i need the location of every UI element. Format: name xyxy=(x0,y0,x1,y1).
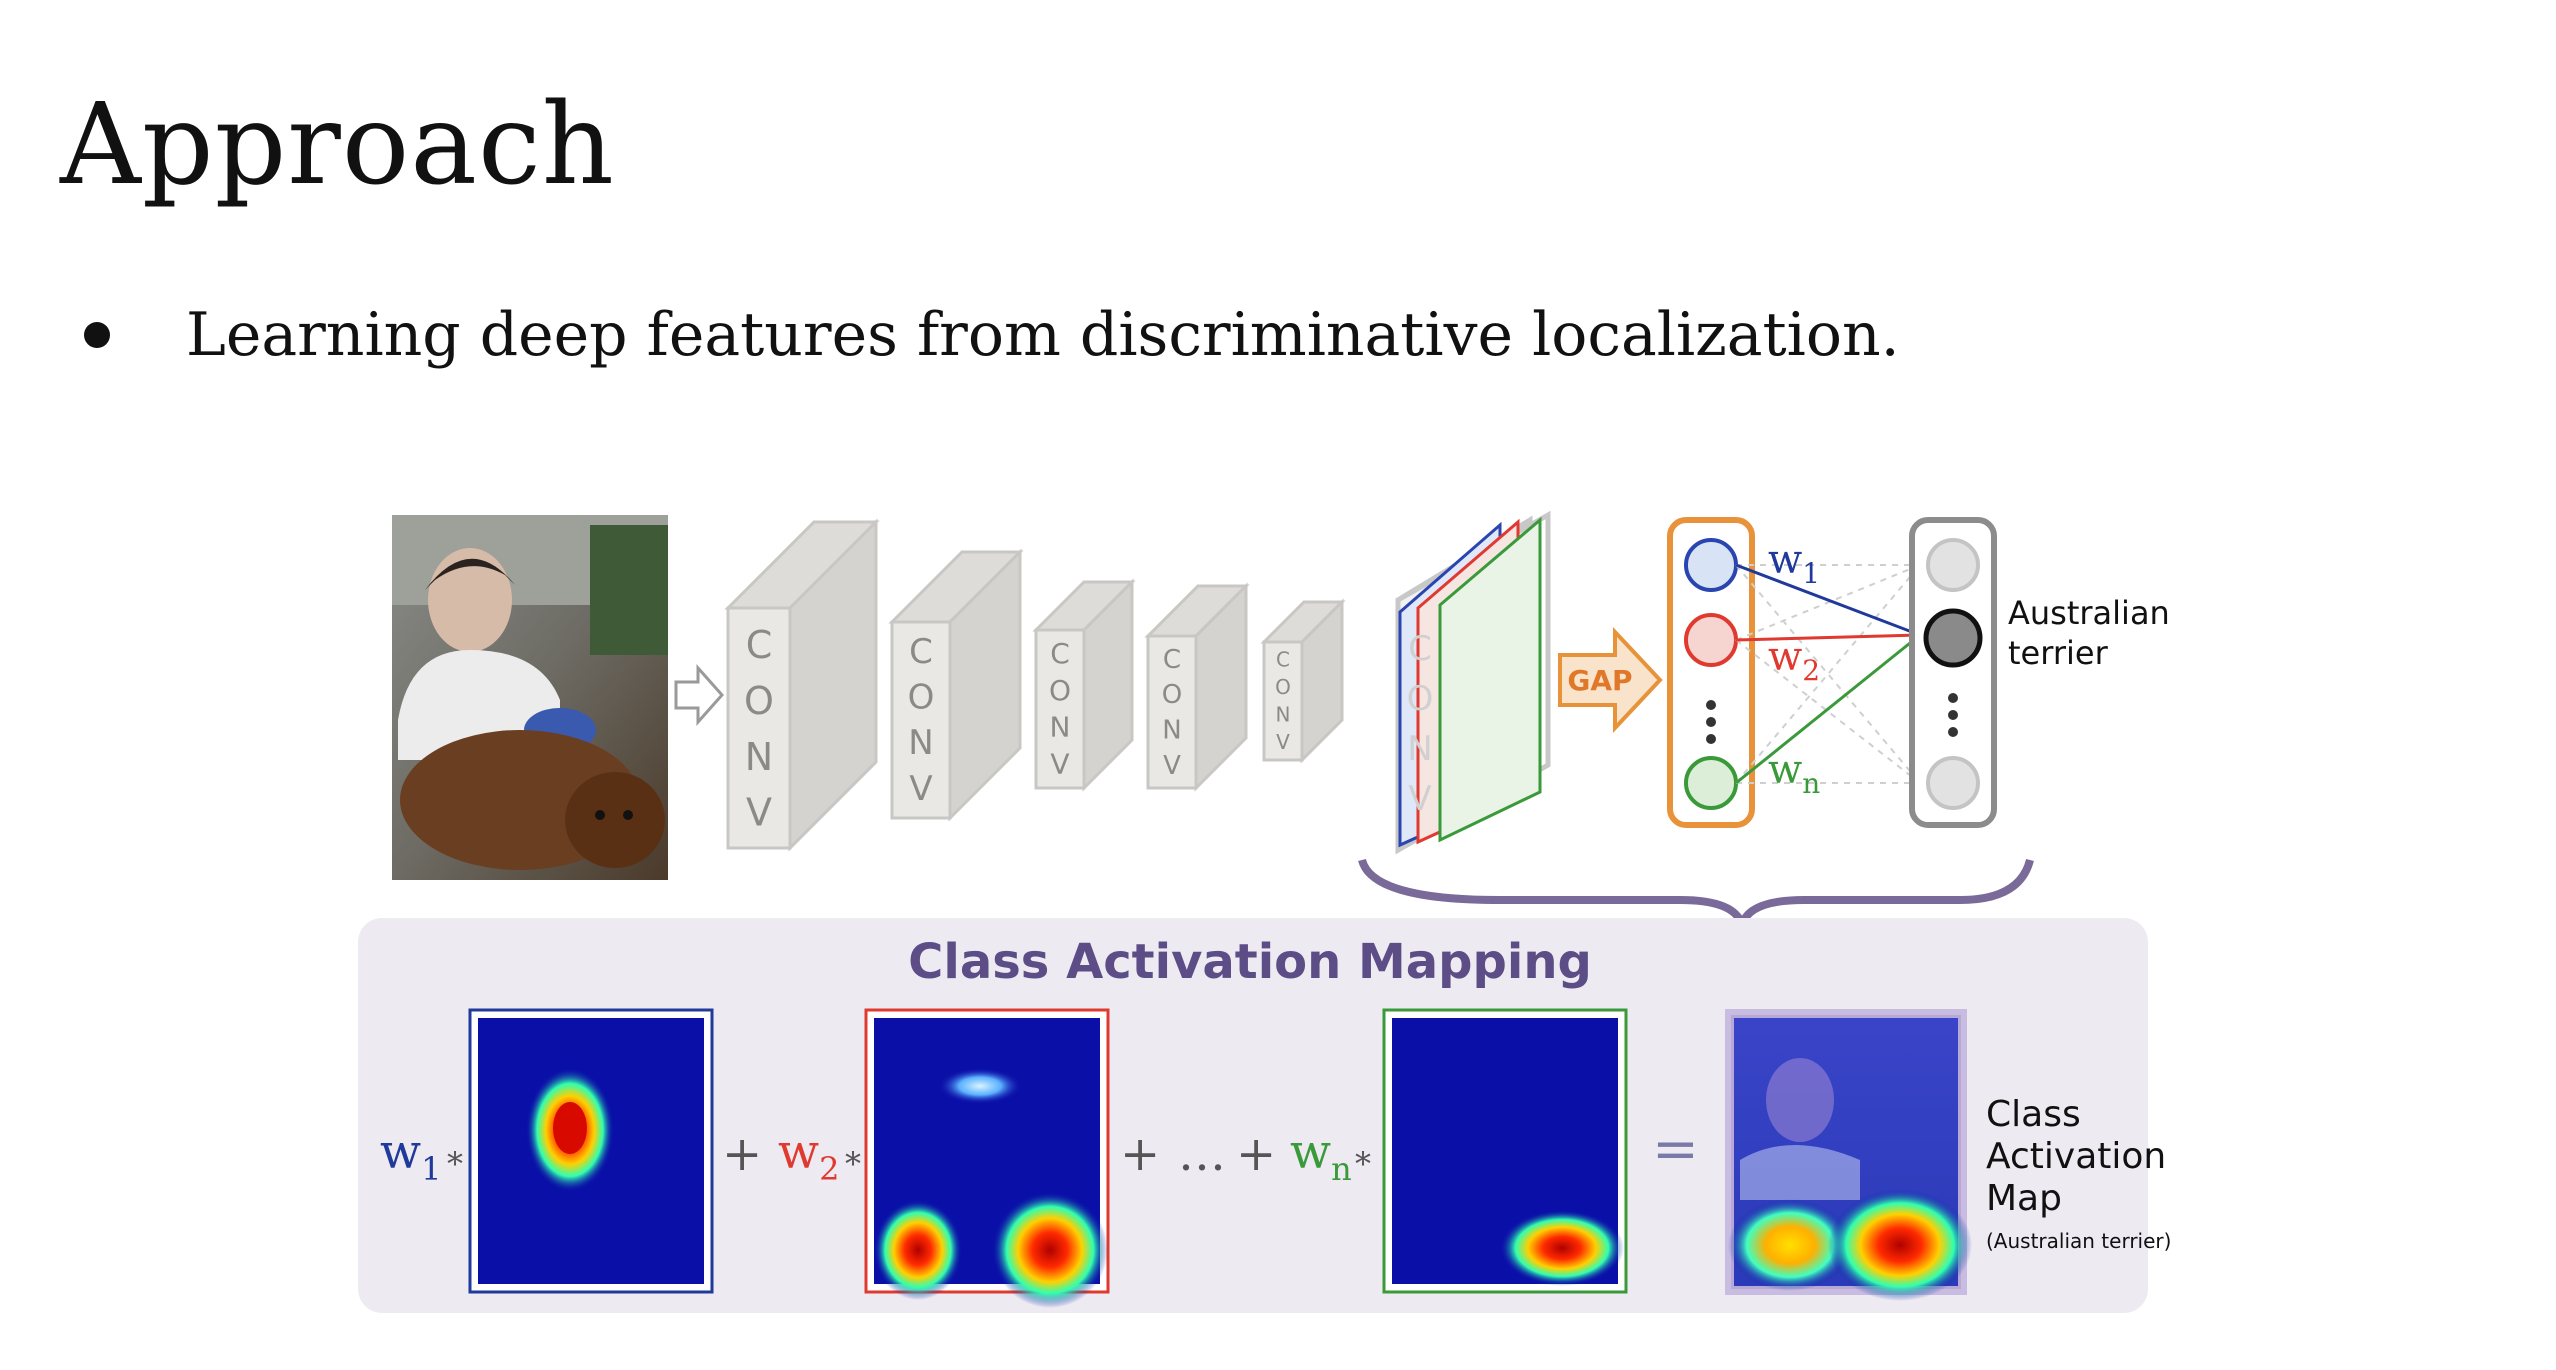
conv-label-letter: V xyxy=(1276,730,1290,754)
cam-banner-title: Class Activation Mapping xyxy=(908,934,1592,990)
conv-block-5 xyxy=(1262,640,1304,762)
last-conv-feature-maps: C O N V xyxy=(1395,510,1551,855)
conv-label-letter: C xyxy=(909,632,933,672)
cam-result-label-1: Class xyxy=(1986,1094,2081,1135)
eq-plus-2: + xyxy=(1120,1126,1160,1182)
conv-label-letter: O xyxy=(744,679,774,723)
conv-label-letter: O xyxy=(908,678,935,718)
bullet-dot-icon xyxy=(84,322,110,348)
w1-label: w1 xyxy=(1768,537,1820,590)
bullet-text: Learning deep features from discriminati… xyxy=(186,300,1900,370)
wn-connection xyxy=(1735,633,1921,785)
heatmap-wn xyxy=(1382,1008,1628,1294)
wn-label: wn xyxy=(1768,747,1820,800)
gap-node-column xyxy=(1667,517,1755,828)
conv-label-letter: V xyxy=(909,769,932,809)
faded-conv-label-c: C xyxy=(1408,629,1432,669)
gap-arrow: GAP xyxy=(1558,626,1663,734)
w2-label: w2 xyxy=(1768,634,1820,687)
conv-label-letter: C xyxy=(746,623,773,667)
eq-star-n: * xyxy=(1355,1145,1371,1183)
heatmap-w2 xyxy=(864,1008,1110,1308)
eq-plus-3: + xyxy=(1236,1126,1276,1182)
slide-title: Approach xyxy=(60,80,615,210)
eq-ellipsis: … xyxy=(1178,1126,1226,1182)
cam-result-image xyxy=(1725,1009,1972,1301)
conv-label-letter: C xyxy=(1163,645,1181,675)
heatmap-w1 xyxy=(468,1008,714,1294)
faint-connections xyxy=(1735,564,1921,784)
conv-label-letter: O xyxy=(1275,675,1291,699)
conv-block-1 xyxy=(726,606,792,850)
eq-w2: w2 xyxy=(778,1124,839,1188)
output-class-line2: terrier xyxy=(2008,634,2109,672)
conv-label-letter: N xyxy=(908,723,933,763)
output-node-column xyxy=(1909,517,1997,828)
output-class-line1: Australian xyxy=(2008,594,2170,632)
w2-connection xyxy=(1735,633,1921,642)
cam-result-note: (Australian terrier) xyxy=(1986,1229,2171,1253)
conv-block-2 xyxy=(890,620,952,820)
conv-label-letter: O xyxy=(1049,674,1071,707)
cam-result-label-3: Map xyxy=(1986,1178,2062,1219)
gap-label: GAP xyxy=(1567,664,1632,697)
cam-result-label-2: Activation xyxy=(1986,1136,2166,1177)
cam-panel xyxy=(358,918,2148,1313)
brace-icon xyxy=(1358,858,2034,940)
eq-star-2: * xyxy=(845,1145,861,1183)
conv-label-letter: N xyxy=(745,735,773,779)
w1-connection xyxy=(1735,563,1921,637)
faded-conv-label-n: N xyxy=(1407,729,1432,769)
eq-wn: wn xyxy=(1290,1124,1352,1188)
eq-w1: w1 xyxy=(380,1124,441,1188)
conv-block-3 xyxy=(1034,628,1086,790)
conv-label-letter: V xyxy=(1163,751,1181,781)
eq-plus-1: + xyxy=(722,1126,762,1182)
arrow-icon xyxy=(674,664,725,726)
eq-equals: = xyxy=(1652,1117,1699,1182)
faded-conv-label-v: V xyxy=(1408,779,1431,819)
bullet-item: Learning deep features from discriminati… xyxy=(84,300,1900,370)
conv-label-letter: V xyxy=(1050,747,1069,780)
eq-star-1: * xyxy=(447,1145,463,1183)
conv-label-letter: C xyxy=(1050,637,1070,670)
conv-label-letter: N xyxy=(1162,716,1181,746)
conv-label-letter: O xyxy=(1162,680,1182,710)
conv-label-letter: N xyxy=(1276,703,1291,727)
conv-label-letter: N xyxy=(1050,711,1071,744)
conv-label-letter: V xyxy=(746,791,772,835)
conv-label-letter: C xyxy=(1276,648,1290,672)
faded-conv-label-o: O xyxy=(1407,679,1434,719)
conv-block-4 xyxy=(1146,634,1198,790)
input-photo xyxy=(392,515,668,880)
